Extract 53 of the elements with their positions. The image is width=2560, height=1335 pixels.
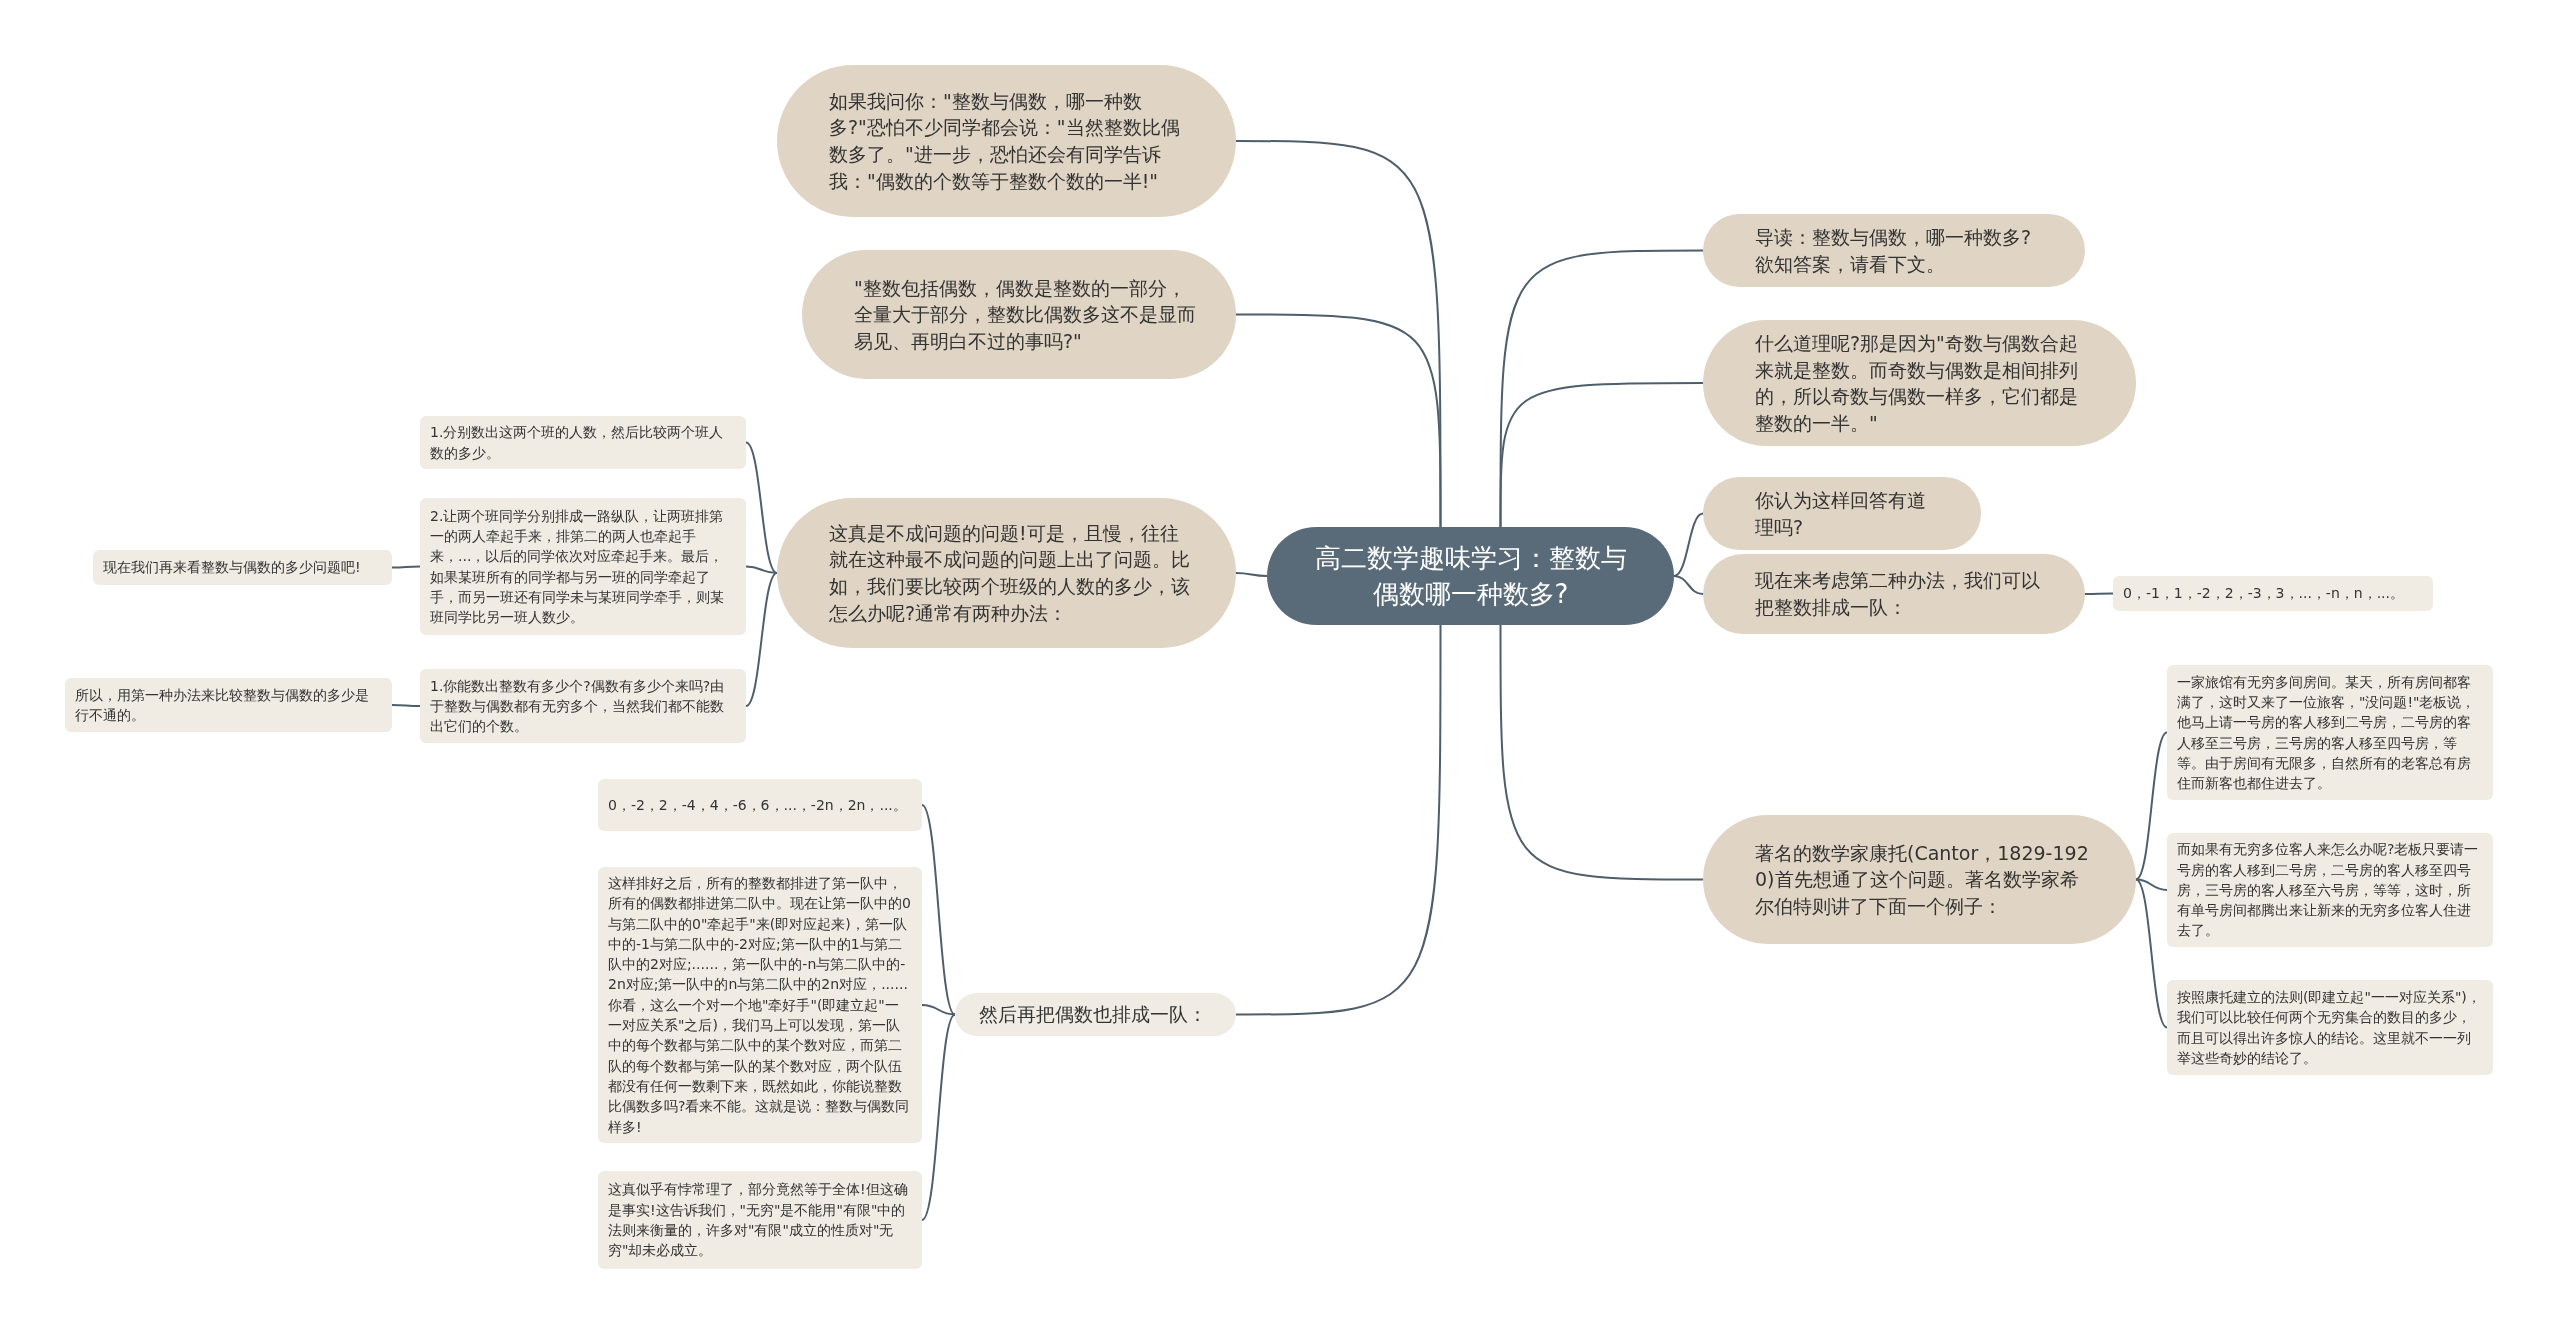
connector-line [2084,592,2114,595]
connector-line [1235,572,1268,577]
note-card [2167,833,2493,947]
connector-line [391,704,421,707]
topic-text: 现在我们再来看整数与偶数的多少问题吧! [103,558,361,578]
note-card [65,678,392,732]
connector-line [1499,382,1704,528]
connector-line [391,565,421,569]
note-card [420,498,746,635]
connector-line [2135,878,2168,891]
topic-text: 什么道理呢?那是因为"奇数与偶数合起来就是整数。而奇数与偶数是相间排列的，所以奇数与偶数一样多，它们都是整数的一半。" [1755,331,2079,436]
connector-line [921,804,956,1016]
topic-text: 2.让两个班同学分别排成一路纵队，让两班排第一的两人牵起手来，排第二的两人也牵起手来，...，以后的同学依次对应牵起手来。最后，如果某班所有的同学都与另一班的同学牵起了手，而另一班还有同学未与某班同学牵手，则某班同学比另一班人数少。 [430,506,725,628]
connector-line [1499,624,1704,881]
connector-line [745,565,778,574]
connector-line [2135,731,2168,881]
topic-text: 所以，用第一种办法来比较整数与偶数的多少是行不通的。 [75,685,370,725]
connector-line [921,1004,956,1016]
topic-text: 你认为这样回答有道理吗? [1755,488,1927,540]
connector-line [2135,878,2168,1029]
note-card [420,669,746,743]
topic-text: 而如果有无穷多位客人来怎么办呢?老板只要请一号房的客人移到二号房，二号房的客人移至四号房，三号房的客人移至六号房，等等，这时，所有单号房间都腾出来让新来的无穷多位客人住进去了。 [2177,840,2480,941]
note-card [598,779,922,831]
connector-line [1235,624,1442,1016]
topic-text: 按照康托建立的法则(即建立起"一一对应关系")，我们可以比较任何两个无穷集合的数目的多少，而且可以得出许多惊人的结论。这里就不一一列举这些奇妙的结论了。 [2177,987,2482,1068]
connector-line [921,1013,956,1221]
topic-text: 1.你能数出整数有多少个?偶数有多少个来吗?由于整数与偶数都有无穷多个，当然我们都不能数出它们的个数。 [430,676,726,737]
connector-line [1673,512,1704,577]
topic-text: 现在来考虑第二种办法，我们可以把整数排成一队： [1755,568,2041,620]
topic-text: 高二数学趣味学习：整数与偶数哪一种数多? [1313,541,1628,611]
connector-line [1235,313,1442,528]
note-card [2167,980,2493,1075]
note-card [2113,576,2433,611]
connector-line [745,441,778,574]
topic-text: 这真似乎有悖常理了，部分竟然等于全体!但这确是事实!这告诉我们，"无穷"是不能用"有限"中的法则来衡量的，许多对"有限"成立的性质对"无穷"却未必成立。 [608,1180,909,1261]
connector-line [1673,575,1704,595]
topic-bubble [955,993,1236,1036]
note-card [93,550,392,585]
topic-text: 一家旅馆有无穷多间房间。某天，所有房间都客满了，这时又来了一位旅客，"没问题!"老板说，他马上请一号房的客人移到二号房，二号房的客人移至三号房，三号房的客人移至四号房，等等。由于房间有无限多，自然所有的老客总有房住而新客也都住进去了。 [2177,672,2477,794]
topic-text: 这真是不成问题的问题!可是，且慢，往往就在这种最不成问题的问题上出了问题。比如，我们要比较两个班级的人数的多少，该怎么办呢?通常有两种办法： [829,520,1191,626]
connector-line [745,572,778,707]
topic-text: 0，-1，1，-2，2，-3，3，...，-n，n，...。 [2123,584,2404,604]
note-card [2167,665,2493,800]
topic-text: 导读：整数与偶数，哪一种数多?欲知答案，请看下文。 [1755,225,2033,277]
note-card [598,1171,922,1269]
topic-text: "整数包括偶数，偶数是整数的一部分，全量大于部分，整数比偶数多这不是显而易见、再明白不过的事吗?" [854,275,1196,354]
topic-text: 0，-2，2，-4，4，-6，6，...，-2n，2n，...。 [608,795,907,815]
topic-text: 1.分别数出这两个班的人数，然后比较两个班人数的多少。 [430,423,725,463]
topic-text: 然后再把偶数也排成一队： [979,1002,1207,1027]
topic-text: 这样排好之后，所有的整数都排进了第一队中，所有的偶数都排进第二队中。现在让第一队中的0与第二队中的0"牵起手"来(即对应起来)，第一队中的-1与第二队中的-2对应;第一队中的1与第二队中的2对应;......，第一队中的-n与第二队中的-2n对应;第一队中的n与第二队中的2n对应，......你看，这么一个对一个地"牵好手"(即建立起"一一对应关系"之后)，我们马上可以发现，第一队中的每个数都与第二队中的某个数对应，而第二队的每个数都与第一队的某个数对应，两个队伍都没有任何一数剩下来，既然如此，你能说整数比偶数多吗?看来不能。这就是说：整数与偶数同样多! [608,874,912,1137]
note-card [420,416,746,469]
topic-text: 著名的数学家康托(Cantor，1829-1920)首先想通了这个问题。著名数学家希尔伯特则讲了下面一个例子： [1755,840,2090,919]
topic-text: 如果我问你："整数与偶数，哪一种数多?"恐怕不少同学都会说："当然整数比偶数多了。"进一步，恐怕还会有同学告诉我："偶数的个数等于整数个数的一半!" [829,88,1181,194]
